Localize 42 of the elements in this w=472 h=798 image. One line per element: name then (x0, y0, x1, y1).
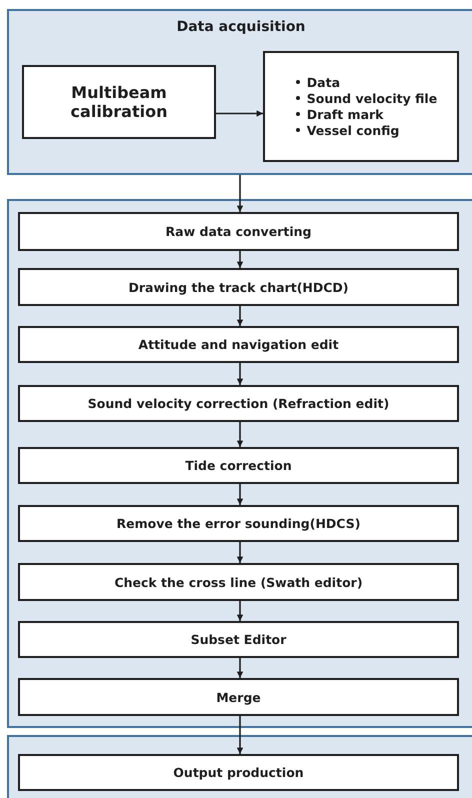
arrow (236, 484, 244, 505)
list-item: Data (306, 74, 340, 90)
arrow (236, 601, 244, 621)
arrow (236, 658, 244, 678)
process-box (18, 385, 459, 422)
process-box (263, 51, 459, 162)
step-label: Drawing the track chart(HDCD) (128, 280, 349, 294)
list-item: Sound velocity file (306, 90, 438, 106)
step-label: Tide correction (185, 458, 292, 473)
arrow (236, 175, 244, 212)
step-label: Raw data converting (166, 224, 312, 239)
arrow (236, 716, 244, 754)
process-box (18, 563, 459, 601)
arrow (236, 542, 244, 563)
arrow (236, 251, 244, 268)
step-label: Sound velocity correction (Refraction edit) (88, 396, 390, 411)
step-label: Multibeam calibration (70, 83, 168, 121)
process-box (18, 447, 459, 484)
list-item: Vessel config (306, 122, 400, 138)
arrow (216, 110, 263, 117)
step-label: Attitude and navigation edit (138, 337, 339, 352)
process-box (22, 65, 216, 139)
process-box (18, 621, 459, 658)
group-panel (7, 735, 472, 798)
group-panel (7, 9, 472, 175)
process-box (18, 212, 459, 251)
process-box (18, 754, 459, 791)
process-box (18, 505, 459, 542)
step-label: Merge (216, 690, 261, 704)
list-item: Draft mark (306, 106, 384, 122)
step-label: Check the cross line (Swath editor) (114, 574, 363, 590)
group-panel (7, 199, 472, 728)
step-label: Remove the error sounding(HDCS) (116, 516, 360, 531)
panel-title: Data acquisition (176, 19, 306, 35)
arrow (236, 422, 244, 447)
process-box (18, 326, 459, 363)
step-label: Subset Editor (190, 632, 286, 647)
arrow (236, 306, 244, 326)
step-label: Output production (173, 765, 304, 780)
process-box (18, 678, 459, 716)
arrow (236, 363, 244, 385)
process-box (18, 268, 459, 306)
